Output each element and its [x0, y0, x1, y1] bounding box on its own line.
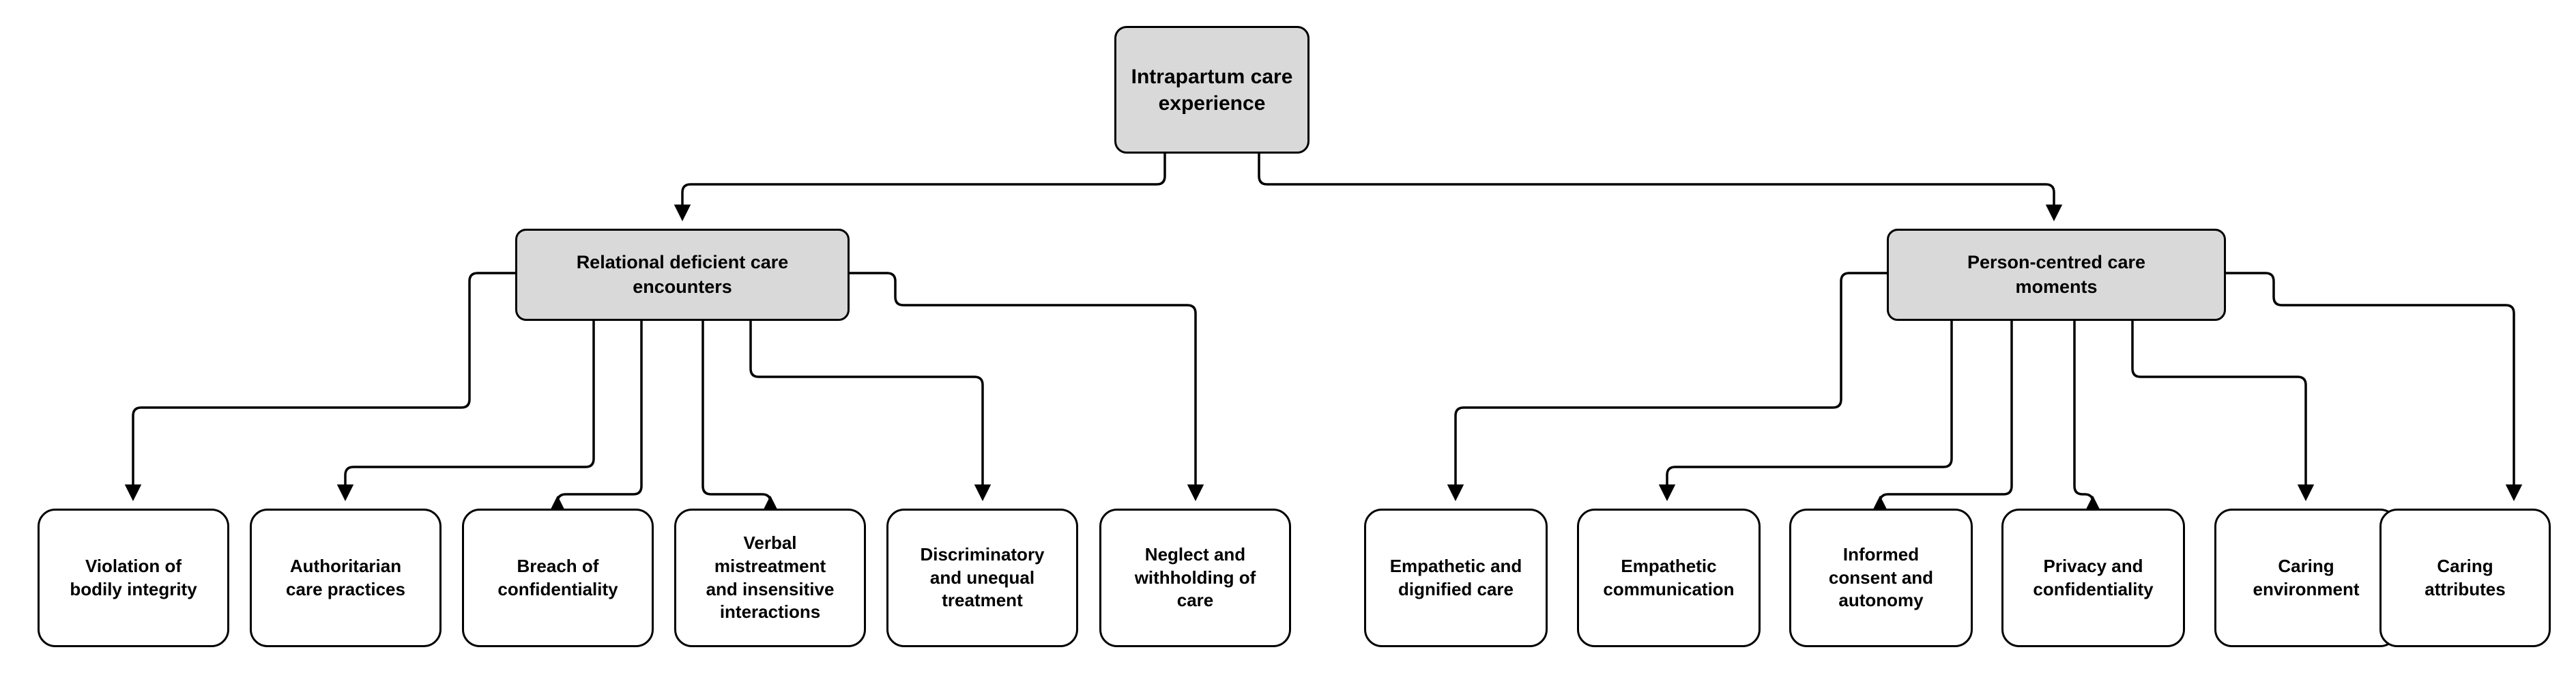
node-breach-of-confidentiality[interactable]: Breach of confidentiality: [462, 509, 654, 647]
node-empathetic-communication-label: Empathetic communication: [1603, 555, 1735, 599]
node-neglect-and-withholding-of-care[interactable]: Neglect and withholding of care: [1099, 509, 1291, 647]
node-informed-consent-and-autonomy[interactable]: Informed consent and autonomy: [1789, 509, 1973, 647]
node-root-label: Intrapartum care experience: [1131, 65, 1293, 115]
node-verbal-label: Verbal mistreatment and insensitive inte…: [706, 532, 835, 623]
node-empathetic-communication[interactable]: Empathetic communication: [1577, 509, 1761, 647]
node-informed-consent-label: Informed consent and autonomy: [1828, 543, 1934, 611]
node-empathetic-and-dignified-care[interactable]: Empathetic and dignified care: [1364, 509, 1548, 647]
node-discriminatory-and-unequal-treatment[interactable]: Discriminatory and unequal treatment: [886, 509, 1078, 647]
node-privacy-and-confidentiality[interactable]: Privacy and confidentiality: [2001, 509, 2185, 647]
edge-person-to-privacy: [2073, 321, 2102, 513]
node-breach-label: Breach of confidentiality: [497, 555, 618, 599]
node-caring-attributes-label: Caring attributes: [2425, 555, 2506, 599]
edge-person-to-informed-consent: [1871, 321, 2013, 513]
node-verbal-mistreatment-and-insensitive-interactions[interactable]: Verbal mistreatment and insensitive inte…: [674, 509, 866, 647]
node-privacy-label: Privacy and confidentiality: [2033, 555, 2154, 599]
node-caring-environment[interactable]: Caring environment: [2214, 509, 2398, 647]
edge-relational-to-authoritarian: [336, 321, 595, 502]
node-person-centred-label: Person-centred care moments: [1967, 252, 2146, 297]
node-root[interactable]: Intrapartum care experience: [1114, 26, 1309, 154]
node-neglect-label: Neglect and withholding of care: [1134, 543, 1256, 611]
edge-relational-to-breach: [549, 321, 643, 513]
edge-relational-to-violation: [124, 272, 515, 502]
node-violation-of-bodily-integrity[interactable]: Violation of bodily integrity: [38, 509, 229, 647]
node-caring-environment-label: Caring environment: [2253, 555, 2360, 599]
edge-person-to-caring-attributes: [2226, 272, 2523, 502]
edge-person-to-empathetic-dignified: [1447, 272, 1887, 502]
node-caring-attributes[interactable]: Caring attributes: [2379, 509, 2551, 647]
edge-relational-to-discriminatory: [749, 321, 992, 502]
node-authoritarian-label: Authoritarian care practices: [286, 555, 405, 599]
edge-root-to-person-centred: [1258, 154, 2063, 222]
edge-person-to-caring-environment: [2131, 321, 2315, 502]
node-relational-deficient-care-encounters[interactable]: Relational deficient care encounters: [515, 229, 850, 321]
node-person-centred-care-moments[interactable]: Person-centred care moments: [1887, 229, 2226, 321]
edge-person-to-empathetic-communication: [1658, 321, 1953, 502]
node-discriminatory-label: Discriminatory and unequal treatment: [920, 543, 1045, 611]
node-violation-label: Violation of bodily integrity: [70, 555, 197, 599]
edge-relational-to-verbal: [701, 321, 779, 513]
edge-relational-to-neglect: [850, 272, 1204, 502]
edge-root-to-relational: [674, 154, 1166, 222]
node-empathetic-dignified-label: Empathetic and dignified care: [1389, 555, 1522, 599]
node-relational-label: Relational deficient care encounters: [576, 252, 789, 297]
node-authoritarian-care-practices[interactable]: Authoritarian care practices: [250, 509, 442, 647]
